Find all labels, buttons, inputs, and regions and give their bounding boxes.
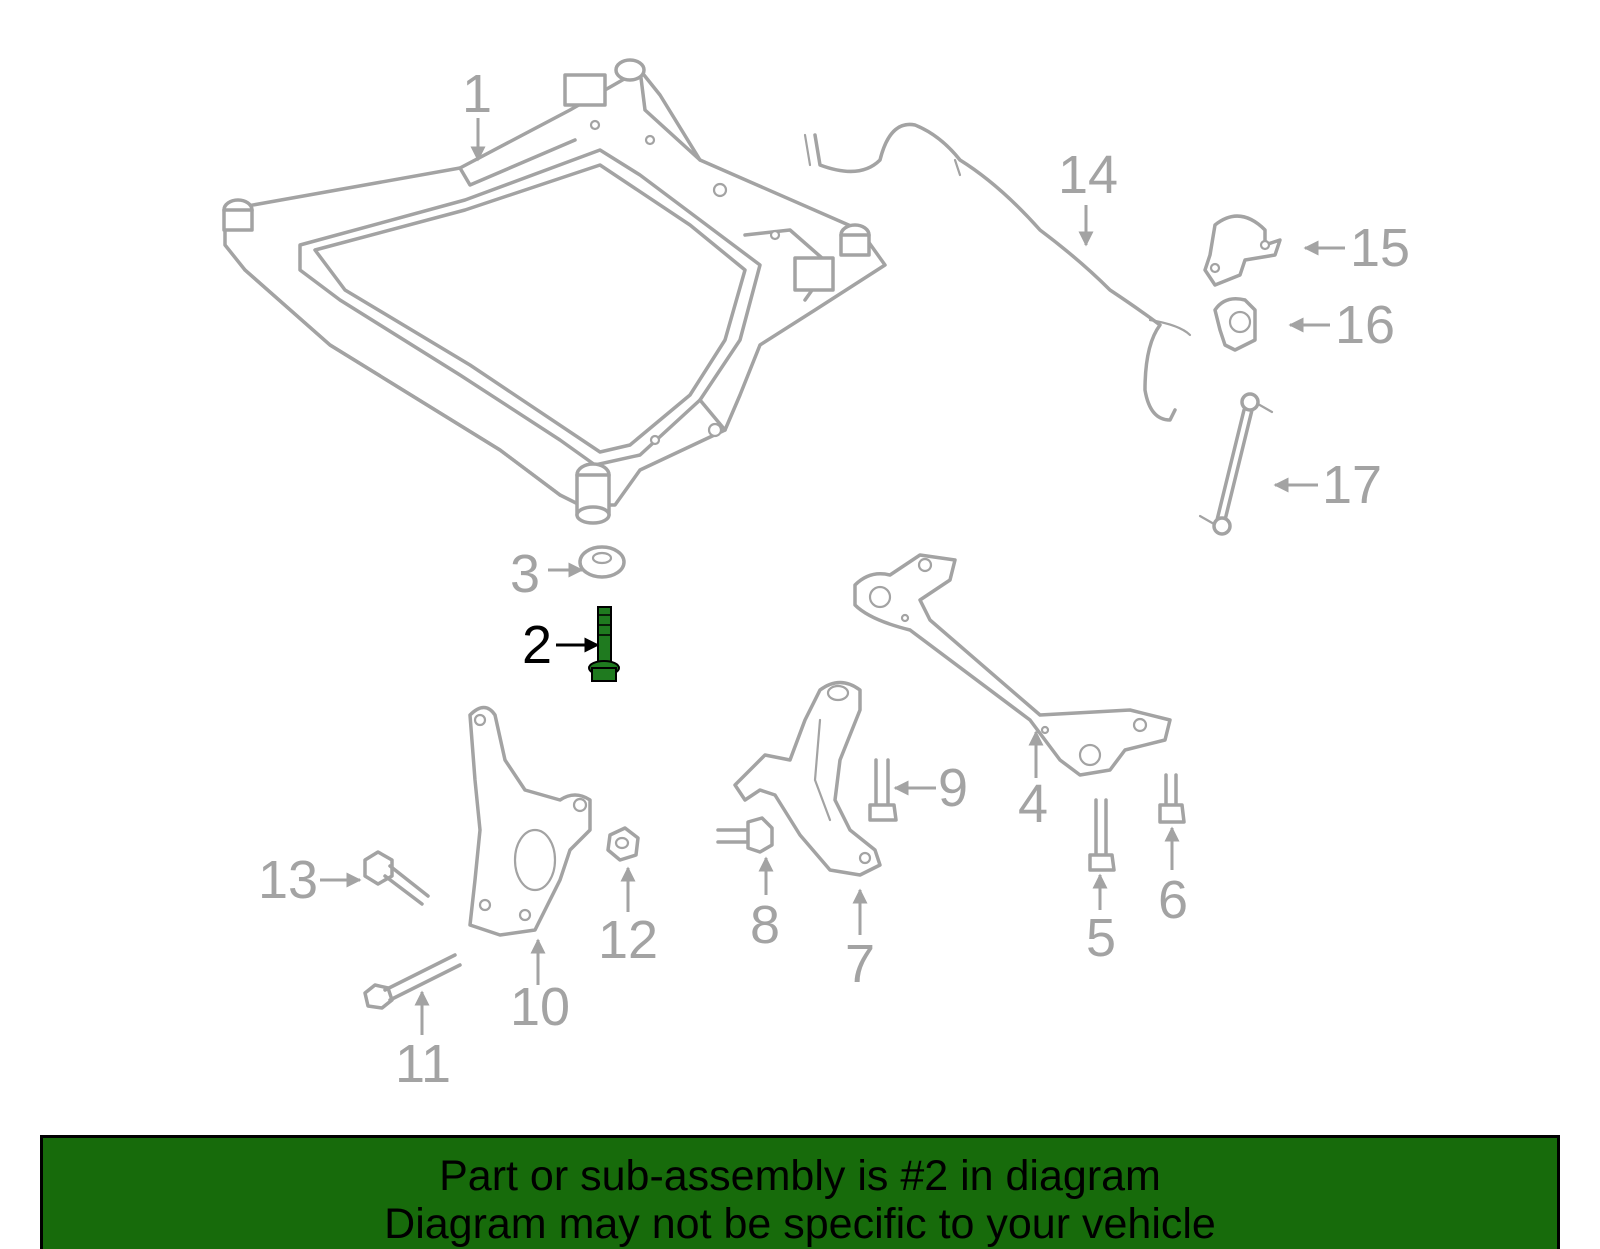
callout-2-highlighted: 2 (522, 615, 552, 675)
part-13-bolt[interactable] (363, 850, 430, 906)
callout-1: 1 (462, 64, 492, 124)
callout-4: 4 (1018, 774, 1048, 834)
part-4-member[interactable] (853, 553, 1172, 777)
callout-5: 5 (1086, 908, 1116, 968)
callout-14: 14 (1058, 145, 1118, 205)
part-3-washer[interactable] (578, 545, 626, 579)
info-banner: Part or sub-assembly is #2 in diagram Di… (40, 1135, 1560, 1249)
part-14-stabilizer-bar[interactable] (803, 122, 1192, 422)
part-6-bolt[interactable] (1158, 773, 1186, 824)
parts-diagram: 1 2 3 4 5 6 7 8 9 10 11 12 13 14 15 16 1… (222, 58, 1410, 1094)
banner-line-2: Diagram may not be specific to your vehi… (384, 1200, 1216, 1248)
callout-7: 7 (845, 934, 875, 994)
part-16-bushing[interactable] (1213, 297, 1257, 352)
callout-3: 3 (510, 544, 540, 604)
banner-line-1: Part or sub-assembly is #2 in diagram (439, 1152, 1161, 1200)
part-2-bolt-highlighted[interactable] (588, 606, 620, 682)
callout-labels: 1 2 3 4 5 6 7 8 9 10 11 12 13 14 15 16 1… (258, 64, 1410, 1094)
part-17-stabilizer-link[interactable] (1198, 392, 1274, 536)
part-9-bolt[interactable] (868, 758, 898, 822)
callout-11: 11 (395, 1034, 451, 1094)
part-15-stabilizer-clamp[interactable] (1203, 214, 1282, 287)
part-12-nut[interactable] (606, 826, 640, 862)
callout-12: 12 (598, 910, 658, 970)
callout-6: 6 (1158, 870, 1188, 930)
part-10-knuckle[interactable] (468, 705, 592, 937)
part-1-subframe[interactable] (222, 58, 887, 525)
callout-16: 16 (1335, 295, 1395, 355)
callout-9: 9 (938, 758, 968, 818)
callout-17: 17 (1322, 455, 1382, 515)
part-11-bolt[interactable] (363, 953, 462, 1010)
callout-8: 8 (750, 895, 780, 955)
callout-15: 15 (1350, 218, 1410, 278)
callout-13: 13 (258, 850, 318, 910)
callout-10: 10 (510, 977, 570, 1037)
part-7-control-arm[interactable] (733, 680, 882, 877)
leader-lines (320, 118, 1345, 1035)
part-5-bolt[interactable] (1088, 798, 1116, 872)
part-8-bolt[interactable] (716, 816, 774, 854)
